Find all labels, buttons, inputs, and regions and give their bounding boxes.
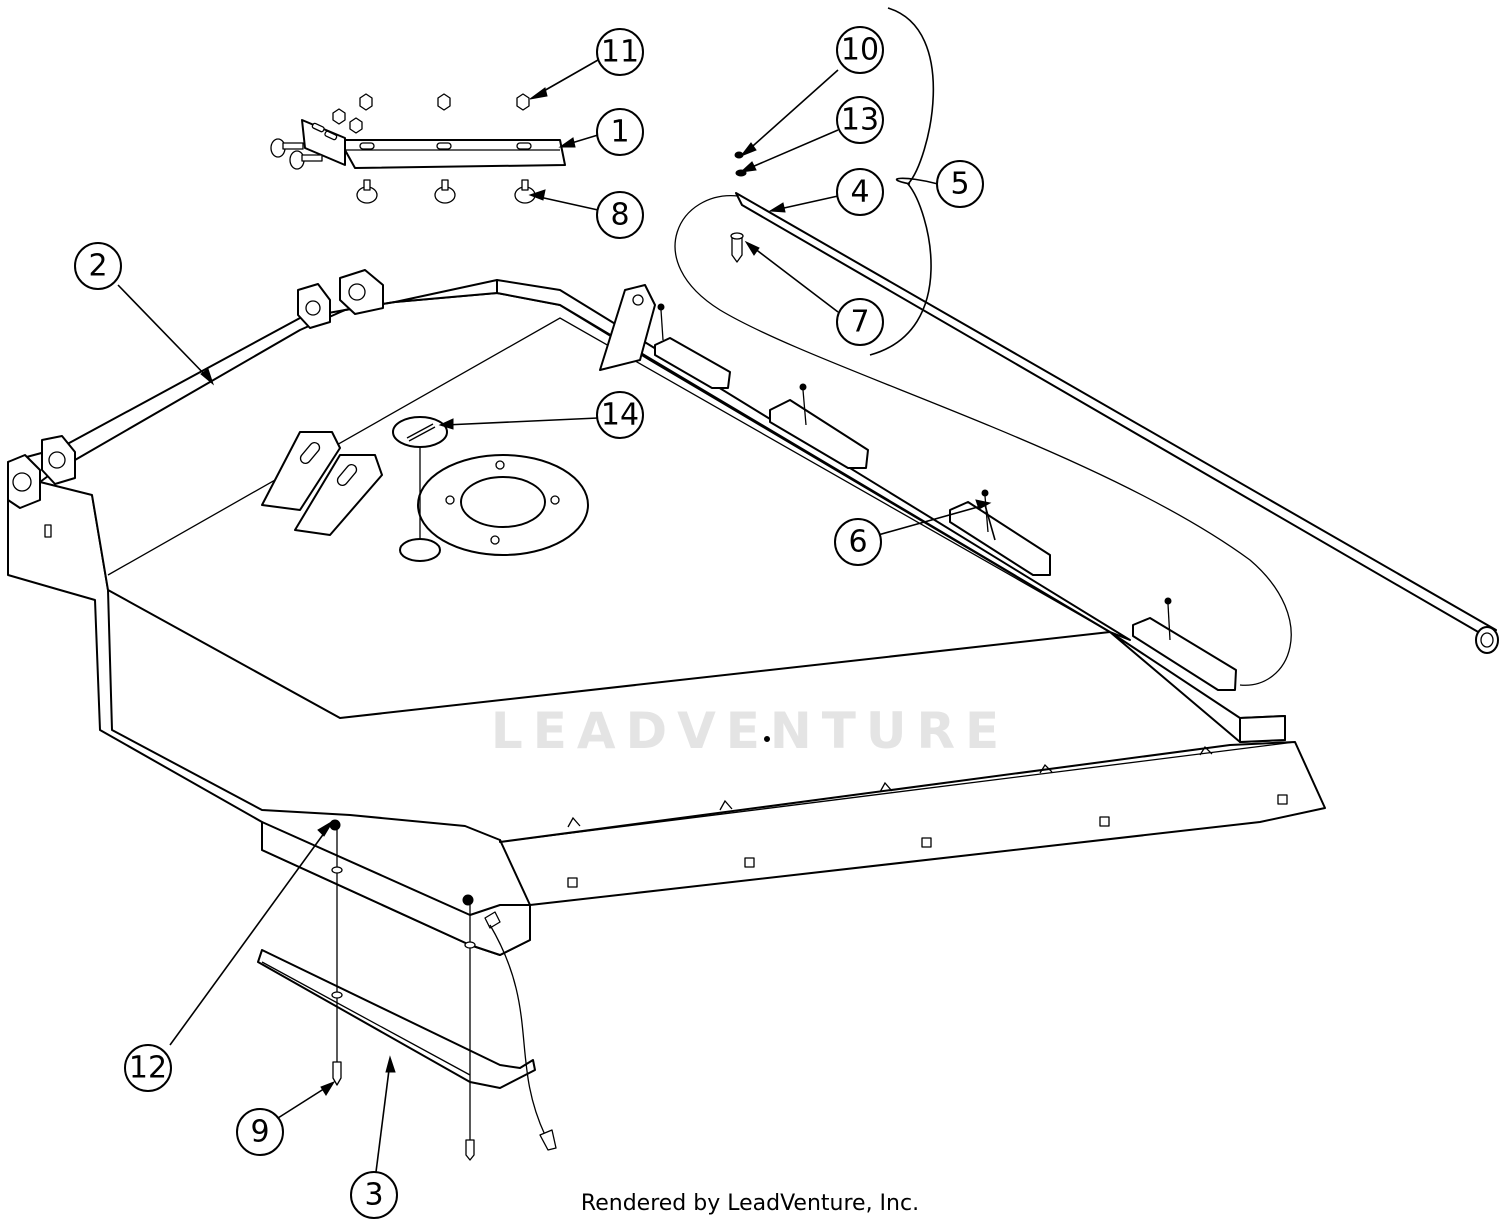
callout-7: 7	[836, 298, 884, 346]
callout-11: 11	[596, 28, 644, 76]
skid-plate-assembly	[257, 819, 557, 1161]
callout-3: 3	[350, 1171, 398, 1219]
deck-brackets	[261, 284, 656, 536]
svg-text:14: 14	[601, 398, 639, 433]
svg-text:5: 5	[950, 167, 969, 202]
side-rail	[7, 269, 498, 538]
svg-text:4: 4	[850, 175, 869, 210]
callout-1: 1	[596, 108, 644, 156]
svg-text:13: 13	[841, 103, 879, 138]
svg-text:9: 9	[250, 1115, 269, 1150]
front-bracket	[270, 93, 566, 204]
svg-text:12: 12	[129, 1051, 167, 1086]
hinge-rod	[674, 151, 1499, 686]
spindle-assembly	[392, 416, 589, 562]
callout-5: 5	[936, 160, 984, 208]
svg-text:11: 11	[601, 35, 639, 70]
callout-2: 2	[74, 242, 122, 290]
svg-text:6: 6	[848, 525, 867, 560]
callout-9: 9	[236, 1108, 284, 1156]
svg-text:2: 2	[88, 249, 107, 284]
callout-8: 8	[596, 191, 644, 239]
leader-lines	[117, 7, 996, 1173]
callout-14: 14	[596, 391, 644, 439]
callout-13: 13	[836, 96, 884, 144]
svg-text:3: 3	[364, 1178, 383, 1213]
svg-text:1: 1	[610, 115, 629, 150]
watermark-text: LEADVENTURE	[491, 702, 1009, 760]
callout-10: 10	[836, 26, 884, 74]
svg-text:7: 7	[850, 305, 869, 340]
callout-4: 4	[836, 168, 884, 216]
callout-6: 6	[834, 518, 882, 566]
svg-text:8: 8	[610, 198, 629, 233]
credit-text: Rendered by LeadVenture, Inc.	[581, 1191, 919, 1216]
hinges	[654, 303, 1237, 691]
svg-text:10: 10	[841, 33, 879, 68]
callout-12: 12	[124, 1044, 172, 1092]
